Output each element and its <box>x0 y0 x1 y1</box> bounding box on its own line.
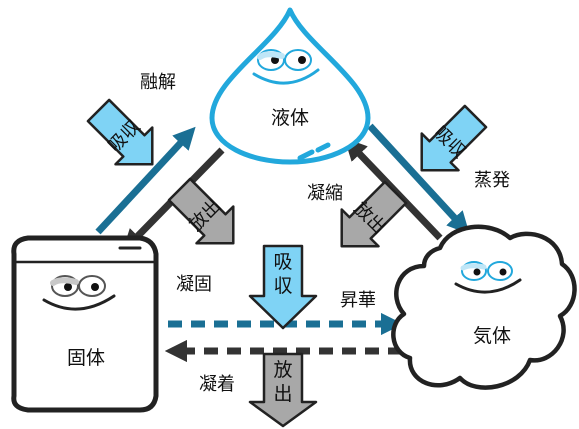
liquid-droplet <box>209 7 371 165</box>
melting-arrow <box>95 126 196 235</box>
gas-cloud <box>391 224 577 390</box>
absorb-tag-sublimation-char-2: 収 <box>273 275 292 297</box>
process-label-melting: 融解 <box>140 72 176 93</box>
state-label-gas: 気体 <box>473 325 511 347</box>
process-label-sublimation: 昇華 <box>340 290 376 311</box>
solid-block <box>11 235 159 413</box>
absorb-tag-sublimation: 吸 収 <box>248 244 318 330</box>
process-label-freezing: 凝固 <box>176 274 212 295</box>
release-tag-condensation: 放出 <box>340 180 408 248</box>
evaporation-arrow <box>367 123 470 235</box>
state-label-solid: 固体 <box>67 347 105 369</box>
release-tag-deposition: 放 出 <box>248 352 318 428</box>
release-tag-deposition-char-1: 放 <box>273 359 292 381</box>
process-label-evaporation: 蒸発 <box>474 170 510 191</box>
state-label-liquid: 液体 <box>271 107 309 129</box>
process-label-deposition: 凝着 <box>199 374 235 395</box>
absorb-tag-sublimation-char-1: 吸 <box>273 251 292 273</box>
release-tag-freezing: 放出 <box>167 177 235 245</box>
process-label-condensation: 凝縮 <box>307 183 343 204</box>
absorb-tag-evaporation: 吸収 <box>420 104 488 172</box>
release-tag-deposition-char-2: 出 <box>273 383 292 405</box>
